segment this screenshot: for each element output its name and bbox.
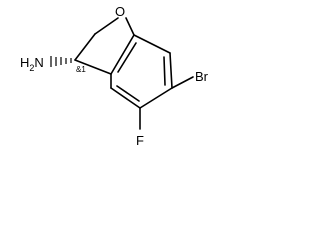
amine-h: H xyxy=(20,55,29,70)
bond-c6-br xyxy=(171,76,194,89)
bromine-label: Br xyxy=(195,69,209,84)
bond-c2-o xyxy=(94,17,119,35)
fluorine-label: F xyxy=(136,133,144,148)
hashed-wedge-bond xyxy=(50,56,72,67)
bond-c7a-c7 xyxy=(133,34,171,54)
bond-c5-c4-inner xyxy=(116,85,140,102)
oxygen-label: O xyxy=(115,4,125,19)
structure-diagram: O H2N &1 Br F xyxy=(0,0,224,151)
bond-o-c7a xyxy=(125,17,135,36)
stereo-label: &1 xyxy=(76,65,86,74)
bond-c3a-c7a xyxy=(110,34,135,75)
amine-subscript: 2 xyxy=(29,63,34,73)
bond-c6-c5 xyxy=(139,87,173,109)
amine-label: H2N xyxy=(20,55,44,73)
bond-c5-c4 xyxy=(110,87,141,109)
bond-c3-c3a xyxy=(74,59,112,75)
amine-n: N xyxy=(34,55,43,70)
molecule-svg: O H2N &1 Br F xyxy=(20,4,209,148)
bond-c3-c2 xyxy=(74,33,96,61)
bond-c7-c6 xyxy=(169,52,173,89)
bond-c3a-c7a-inner xyxy=(117,42,137,73)
bond-c6-c6-inner xyxy=(163,56,166,86)
